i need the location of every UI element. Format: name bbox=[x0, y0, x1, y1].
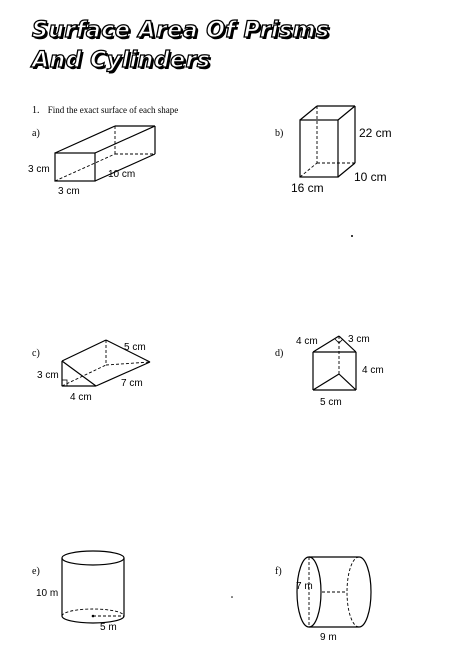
dim-c-length: 7 cm bbox=[121, 378, 143, 389]
figure-b-rectangular-prism: 22 cm 16 cm 10 cm bbox=[291, 105, 392, 195]
worksheet-title-line-1: Surface Area Of Prisms bbox=[31, 17, 330, 43]
figure-a-rectangular-prism: 3 cm 3 cm 10 cm bbox=[28, 125, 156, 197]
print-speck bbox=[351, 235, 353, 237]
problem-d-label: d) bbox=[275, 348, 284, 359]
problem-c-label: c) bbox=[32, 348, 40, 359]
dim-a-height: 3 cm bbox=[28, 164, 50, 175]
dim-f-diameter: 7 m bbox=[296, 581, 313, 592]
figure-f-cylinder: 7 m 9 m bbox=[296, 556, 372, 643]
dim-b-height: 22 cm bbox=[359, 126, 392, 140]
figure-d-triangular-prism: 4 cm 3 cm 4 cm 5 cm bbox=[296, 334, 384, 408]
worksheet-title-line-2: And Cylinders bbox=[31, 47, 211, 73]
dim-c-hypotenuse: 5 cm bbox=[124, 342, 146, 353]
dim-e-radius: 5 m bbox=[100, 622, 117, 633]
dim-c-base: 4 cm bbox=[70, 392, 92, 403]
problem-f-label: f) bbox=[275, 566, 282, 577]
dim-b-depth: 10 cm bbox=[354, 170, 387, 184]
question-text: Find the exact surface of each shape bbox=[47, 105, 179, 115]
dim-d-base: 5 cm bbox=[320, 397, 342, 408]
dim-c-height: 3 cm bbox=[37, 370, 59, 381]
dim-a-length: 10 cm bbox=[108, 169, 135, 180]
problem-a-label: a) bbox=[32, 128, 40, 139]
dim-a-width: 3 cm bbox=[58, 186, 80, 197]
problem-b-label: b) bbox=[275, 128, 284, 139]
print-speck bbox=[231, 596, 233, 598]
figure-e-cylinder: 10 m 5 m bbox=[36, 550, 125, 633]
question-1: 1. Find the exact surface of each shape bbox=[32, 105, 178, 116]
dim-d-height: 4 cm bbox=[362, 365, 384, 376]
question-number: 1. bbox=[32, 105, 40, 116]
dim-f-length: 9 m bbox=[320, 632, 337, 643]
problem-e-label: e) bbox=[32, 566, 40, 577]
figure-c-triangular-prism: 5 cm 3 cm 4 cm 7 cm bbox=[37, 339, 151, 403]
dim-b-width: 16 cm bbox=[291, 181, 324, 195]
dim-e-height: 10 m bbox=[36, 588, 58, 599]
dim-d-side-1: 4 cm bbox=[296, 336, 318, 347]
dim-d-side-2: 3 cm bbox=[348, 334, 370, 345]
